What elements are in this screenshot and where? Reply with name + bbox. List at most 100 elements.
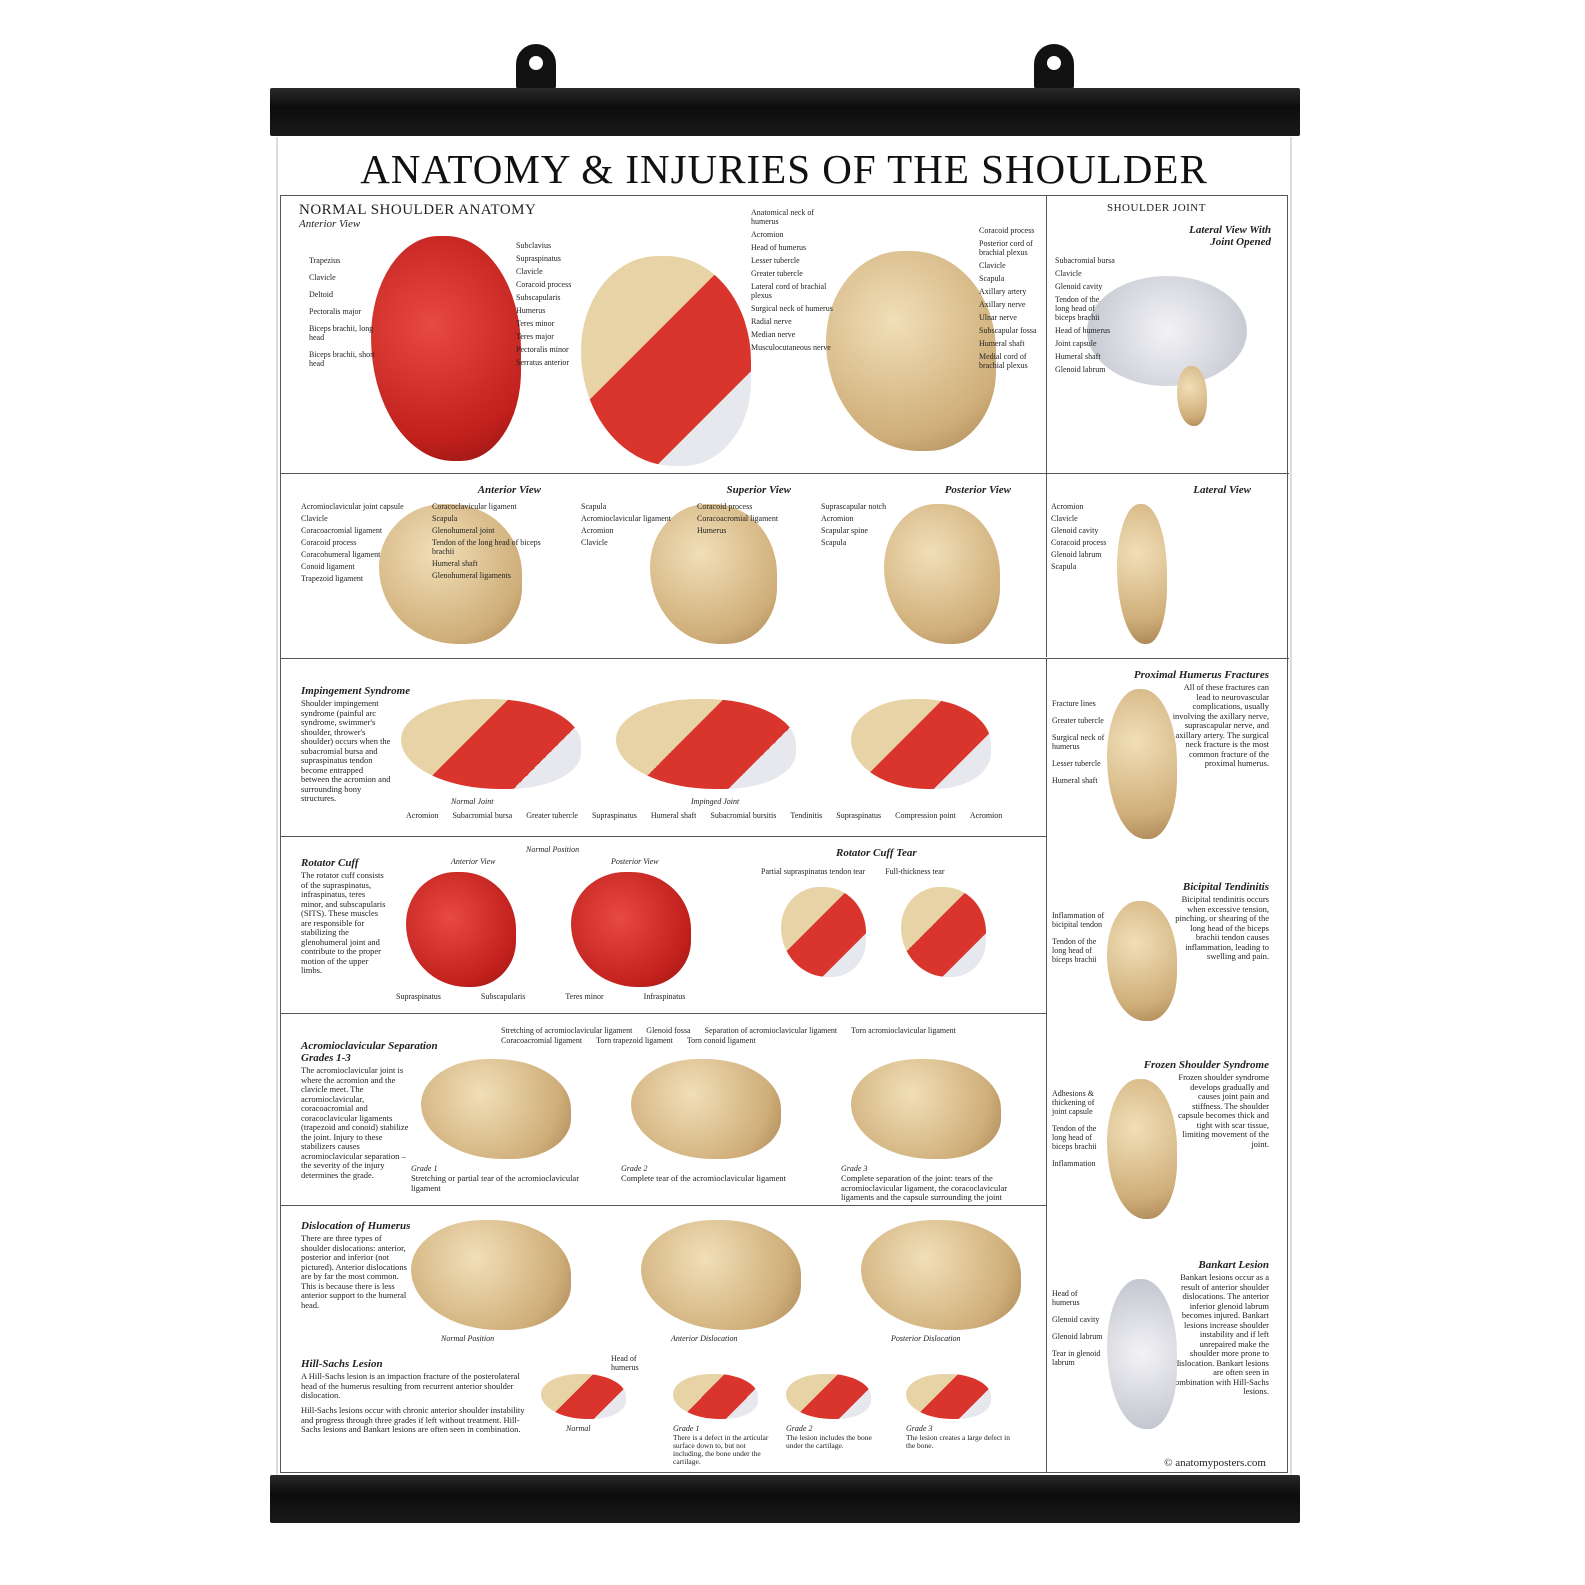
- figure-label: Humeral shaft: [979, 339, 1025, 348]
- injury-illustration: [1107, 1279, 1177, 1429]
- shoulder-view-illustration: [379, 504, 522, 644]
- stage-name: Grade 2: [786, 1424, 813, 1433]
- section-text: There are three types of shoulder disloc…: [301, 1233, 407, 1310]
- figure-label: Humeral shaft: [432, 559, 478, 568]
- side-text: Bankart lesions occur as a result of ant…: [1171, 1272, 1269, 1396]
- figure-label: Humerus: [697, 526, 727, 535]
- figure-label: Humeral shaft: [650, 811, 697, 820]
- grade-description: Stretching or partial tear of the acromi…: [411, 1173, 580, 1193]
- figure-label: Deltoid: [309, 290, 333, 299]
- figure-label: Stretching of acromioclavicular ligament: [501, 1026, 633, 1035]
- label-group: Stretching of acromioclavicular ligament…: [501, 1026, 1041, 1045]
- figure-label: Head of humerus: [611, 1354, 639, 1372]
- dislocation-illustration: [411, 1220, 571, 1330]
- grade-description: Complete tear of the acromioclavicular l…: [621, 1173, 786, 1183]
- section-text: Shoulder impingement syndrome (painful a…: [301, 698, 391, 803]
- figure-label: Axillary nerve: [979, 300, 1026, 309]
- figure-label: Medial cord of brachial plexus: [979, 352, 1028, 370]
- tear-title: Rotator Cuff Tear: [836, 847, 917, 859]
- figure-label: Full-thickness tear: [885, 867, 945, 876]
- partial-tear-illustration: [781, 887, 866, 977]
- rotator-cuff-section: Rotator Cuff The rotator cuff consists o…: [281, 837, 1046, 1014]
- section-title: Acromioclavicular Separation Grades 1-3: [301, 1040, 438, 1064]
- caption: Anterior Dislocation: [671, 1334, 738, 1343]
- impingement-section: Impingement Syndrome Shoulder impingemen…: [281, 659, 1046, 837]
- column-divider: [1046, 659, 1047, 1472]
- section-heading: NORMAL SHOULDER ANATOMY: [299, 202, 537, 218]
- stage-description: There is a defect in the articular surfa…: [673, 1433, 769, 1466]
- figure-label: Coracoacromial ligament: [301, 526, 383, 535]
- normal-joint-illustration: [401, 699, 581, 789]
- figure-label: Glenoid cavity: [1051, 526, 1099, 535]
- injury-illustration: [1107, 1079, 1177, 1219]
- figure-label: Greater tubercle: [526, 811, 578, 820]
- figure-label: Tendon of the long head of biceps brachi…: [1052, 1124, 1097, 1151]
- side-title: Proximal Humerus Fractures: [1133, 669, 1269, 681]
- figure-label: Subscapularis: [480, 992, 526, 1001]
- hill-sachs-illustration: [906, 1374, 991, 1419]
- figure-label: Glenoid labrum: [1052, 1332, 1103, 1341]
- figure-label: Supraspinatus: [516, 254, 561, 263]
- grade-name: Grade 1: [411, 1164, 438, 1173]
- figure-label: Lesser tubercle: [1052, 759, 1101, 768]
- ac-separation-section: Acromioclavicular Separation Grades 1-3 …: [281, 1014, 1046, 1206]
- figure-label: Surgical neck of humerus: [751, 304, 833, 313]
- figure-label: Tendon of the long head of biceps brachi…: [1052, 937, 1097, 964]
- figure-label: Glenoid fossa: [646, 1026, 691, 1035]
- figure-label: Compression point: [895, 811, 956, 820]
- figure-label: Suprascapular notch: [821, 502, 887, 511]
- copyright: © anatomyposters.com: [1164, 1457, 1266, 1469]
- stage-description: The lesion includes the bone under the c…: [786, 1433, 872, 1450]
- hill-sachs-illustration: [673, 1374, 758, 1419]
- rotator-posterior-illustration: [571, 872, 691, 987]
- side-text: All of these fractures can lead to neuro…: [1172, 682, 1269, 768]
- hill-sachs-illustration: [541, 1374, 626, 1419]
- view-label: Anterior View: [299, 218, 361, 230]
- figure-label: Axillary artery: [979, 287, 1027, 296]
- figure-label: Humeral shaft: [1055, 352, 1101, 361]
- figure-label: Teres minor: [516, 319, 555, 328]
- rotator-anterior-illustration: [406, 872, 516, 987]
- figure-label: Scapula: [432, 514, 458, 523]
- figure-label: Pectoralis minor: [516, 345, 569, 354]
- section-text: The acromioclavicular joint is where the…: [301, 1065, 409, 1180]
- figure-label: Lateral cord of brachial plexus: [751, 282, 827, 300]
- section-text: Hill-Sachs lesions occur with chronic an…: [301, 1405, 525, 1434]
- figure-label: Biceps brachii, long head: [309, 324, 374, 342]
- figure-label: Glenoid cavity: [1055, 282, 1103, 291]
- figure-label: Glenohumeral ligaments: [432, 571, 511, 580]
- view-label: Posterior View: [611, 857, 659, 866]
- side-title: Frozen Shoulder Syndrome: [1143, 1059, 1269, 1071]
- rotator-muscles-illustration: [581, 256, 751, 466]
- figure-label: Coracoid process: [516, 280, 572, 289]
- figure-label: Supraspinatus: [836, 811, 882, 820]
- figure-label: Acromion: [1051, 502, 1084, 511]
- figure-label: Clavicle: [309, 273, 336, 282]
- figure-label: Subacromial bursitis: [710, 811, 777, 820]
- figure-label: Clavicle: [581, 538, 608, 547]
- figure-label: Torn trapezoid ligament: [596, 1036, 673, 1045]
- figure-label: Acromioclavicular ligament: [581, 514, 671, 523]
- section-title: Hill-Sachs Lesion: [301, 1358, 383, 1370]
- figure-label: Infraspinatus: [643, 992, 686, 1001]
- figure-label: Subacromial bursa: [1055, 256, 1115, 265]
- figure-label: Trapezius: [309, 256, 341, 265]
- section-heading: SHOULDER JOINT: [1107, 202, 1206, 214]
- poster-grid: NORMAL SHOULDER ANATOMY Anterior View Tr…: [280, 195, 1289, 1473]
